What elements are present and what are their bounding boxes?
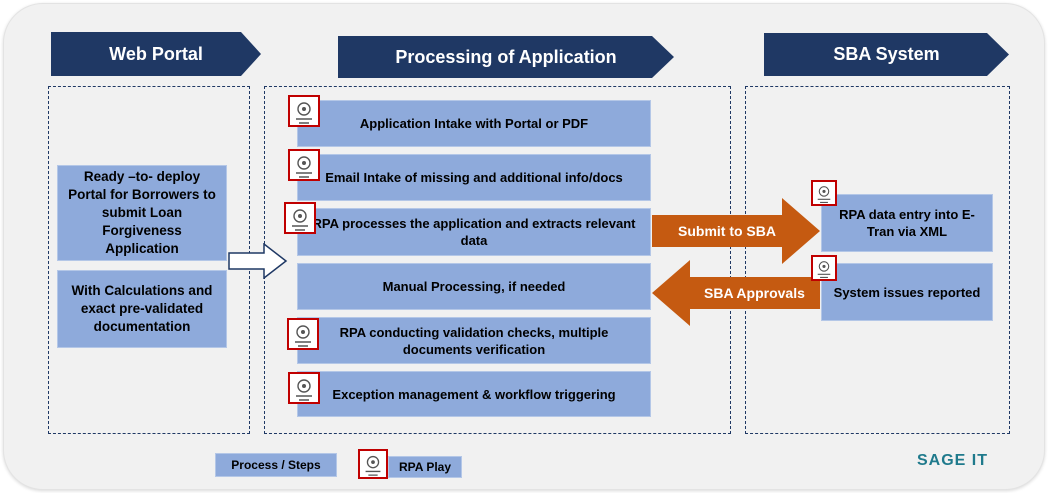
legend-process-steps: Process / Steps (215, 453, 337, 477)
rpa-play-icon (287, 318, 319, 350)
step-manual-processing: Manual Processing, if needed (297, 263, 651, 310)
rpa-play-icon (284, 202, 316, 234)
sba-approvals-arrow: SBA Approvals (652, 260, 820, 326)
submit-to-sba-arrow: Submit to SBA (652, 198, 820, 264)
rpa-play-icon (288, 372, 320, 404)
sba-system-panel (745, 86, 1010, 434)
sba-rpa-data-entry: RPA data entry into E-Tran via XML (821, 194, 993, 252)
step-exception-management: Exception management & workflow triggeri… (297, 371, 651, 417)
step-rpa-validation: RPA conducting validation checks, multip… (297, 317, 651, 364)
header-web-portal: Web Portal (51, 32, 261, 76)
web-portal-box-calculations: With Calculations and exact pre-validate… (57, 270, 227, 348)
flow-arrow-hollow (228, 243, 288, 279)
sage-it-logo: SAGE IT (917, 452, 989, 469)
legend-rpa-play: RPA Play (388, 456, 462, 478)
sba-system-issues: System issues reported (821, 263, 993, 321)
step-application-intake: Application Intake with Portal or PDF (297, 100, 651, 147)
step-email-intake: Email Intake of missing and additional i… (297, 154, 651, 201)
web-portal-box-ready: Ready –to- deploy Portal for Borrowers t… (57, 165, 227, 261)
step-rpa-processes: RPA processes the application and extrac… (297, 208, 651, 256)
rpa-play-icon (811, 180, 837, 206)
rpa-play-icon (288, 95, 320, 127)
legend-rpa-play-icon (358, 449, 388, 479)
rpa-play-icon (811, 255, 837, 281)
header-sba-system: SBA System (764, 33, 1009, 76)
rpa-play-icon (288, 149, 320, 181)
header-processing: Processing of Application (338, 36, 674, 78)
